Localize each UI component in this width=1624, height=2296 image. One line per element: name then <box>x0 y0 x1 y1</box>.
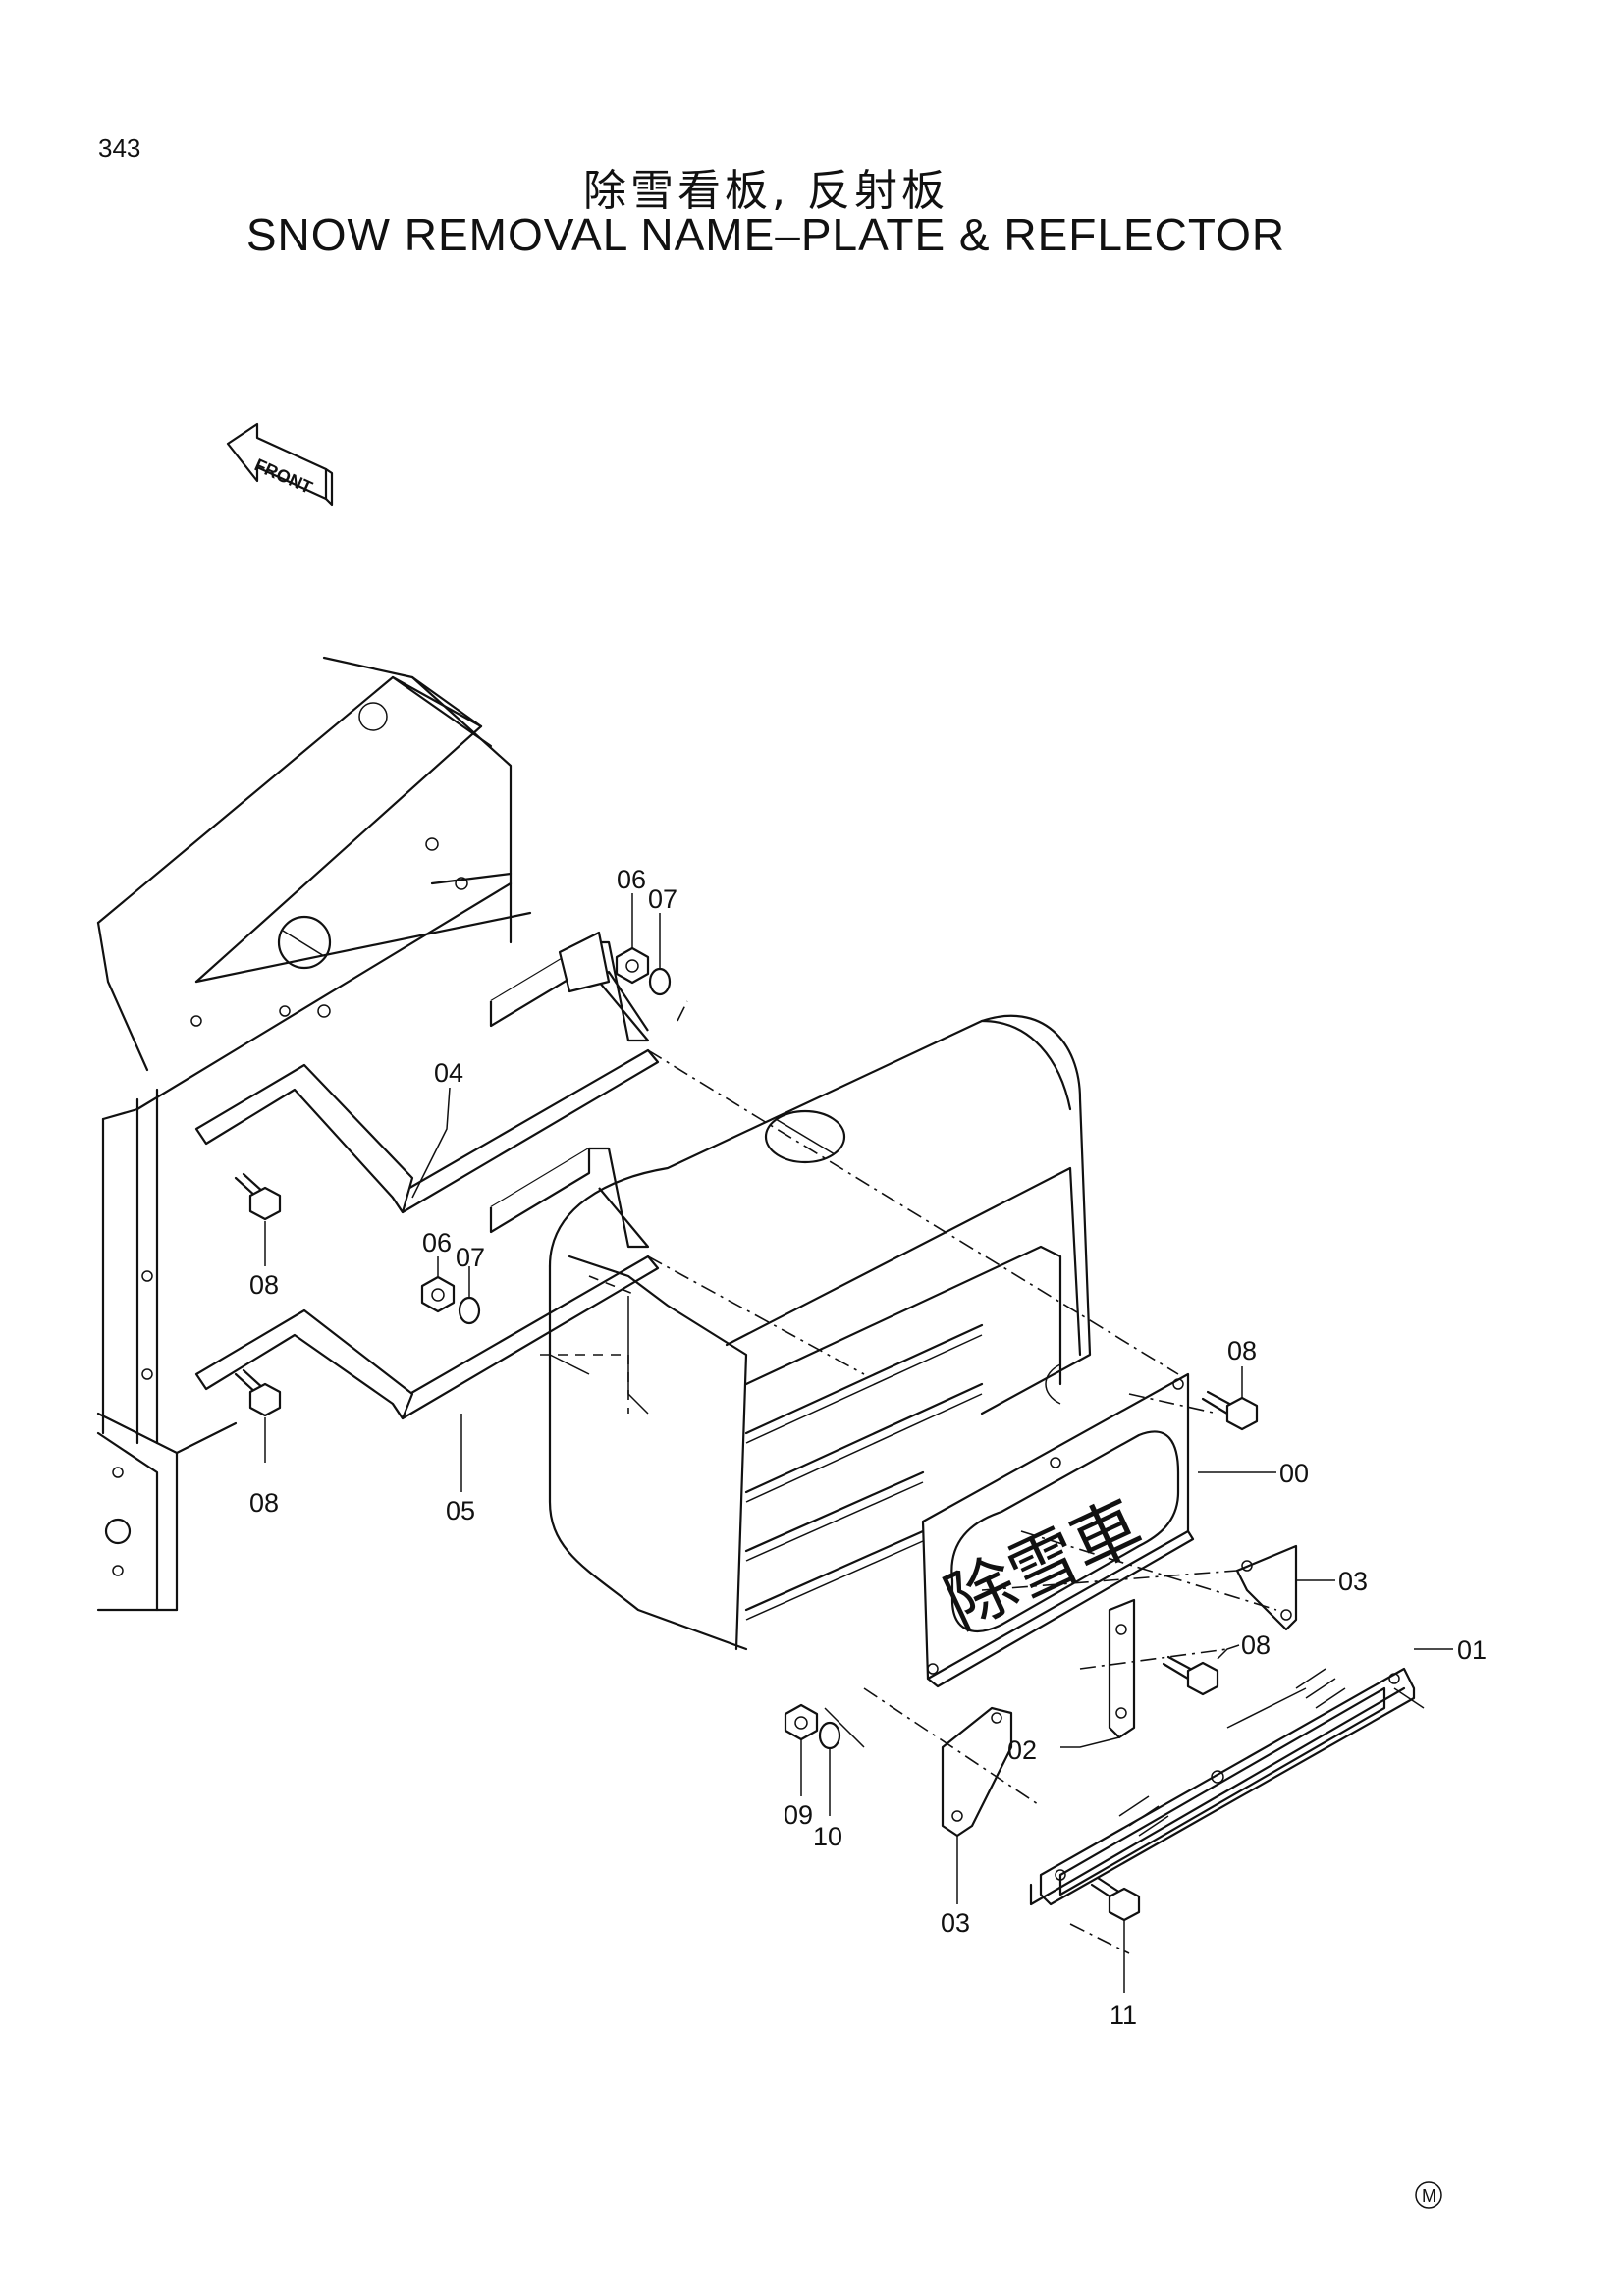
front-arrow-icon: FRONT <box>226 422 334 507</box>
callout-05: 05 <box>446 1496 475 1525</box>
nut-09 <box>784 1703 819 1741</box>
callout-03-right: 03 <box>1338 1567 1368 1596</box>
callout-03-lower: 03 <box>941 1908 970 1938</box>
callout-06-lower: 06 <box>422 1228 452 1257</box>
page-title-chinese: 除雪看板, 反射板 <box>583 166 948 216</box>
callout-08-right: 08 <box>1227 1336 1257 1365</box>
callout-00: 00 <box>1279 1459 1309 1488</box>
bolt-11 <box>1090 1876 1141 1922</box>
name-plate: 除雪車 <box>921 1372 1195 1688</box>
bolt-08-lower <box>234 1368 282 1417</box>
nut-06-upper <box>615 946 650 985</box>
leader-lines <box>264 893 1453 1993</box>
bolt-08-center <box>1162 1655 1219 1696</box>
bolt-08-upper <box>234 1172 282 1221</box>
callout-07-upper: 07 <box>648 884 677 914</box>
washer-07-lower <box>458 1296 481 1325</box>
corner-mark: M <box>1415 2181 1442 2209</box>
callout-04: 04 <box>434 1058 463 1088</box>
washer-10 <box>818 1721 841 1750</box>
callout-08-lower: 08 <box>249 1488 279 1518</box>
corner-mark-label: M <box>1422 2186 1436 2206</box>
callout-11: 11 <box>1110 2001 1137 2030</box>
bracket-right <box>1235 1544 1298 1631</box>
page-title-english: SNOW REMOVAL NAME–PLATE & REFLECTOR <box>245 209 1286 260</box>
frame-body <box>96 656 532 1612</box>
bracket-center <box>1108 1598 1136 1739</box>
callout-01: 01 <box>1457 1635 1487 1665</box>
assembly-lines <box>540 1000 1425 1954</box>
callout-08-upper: 08 <box>249 1270 279 1300</box>
bracket-lower <box>194 1147 660 1420</box>
washer-07-upper <box>648 967 672 996</box>
grille-housing <box>548 1014 1092 1651</box>
page-number: 343 <box>98 133 141 163</box>
bracket-left <box>941 1706 1013 1838</box>
bracket-upper <box>194 931 660 1214</box>
callout-10: 10 <box>813 1822 842 1851</box>
callout-08-center: 08 <box>1241 1630 1271 1660</box>
callout-09: 09 <box>784 1800 813 1830</box>
bolt-08-right <box>1201 1390 1259 1431</box>
callout-07-lower: 07 <box>456 1243 485 1272</box>
reflector <box>1029 1667 1416 1906</box>
nut-06-lower <box>420 1275 456 1313</box>
callout-06-upper: 06 <box>617 865 646 894</box>
callout-02: 02 <box>1007 1735 1037 1765</box>
